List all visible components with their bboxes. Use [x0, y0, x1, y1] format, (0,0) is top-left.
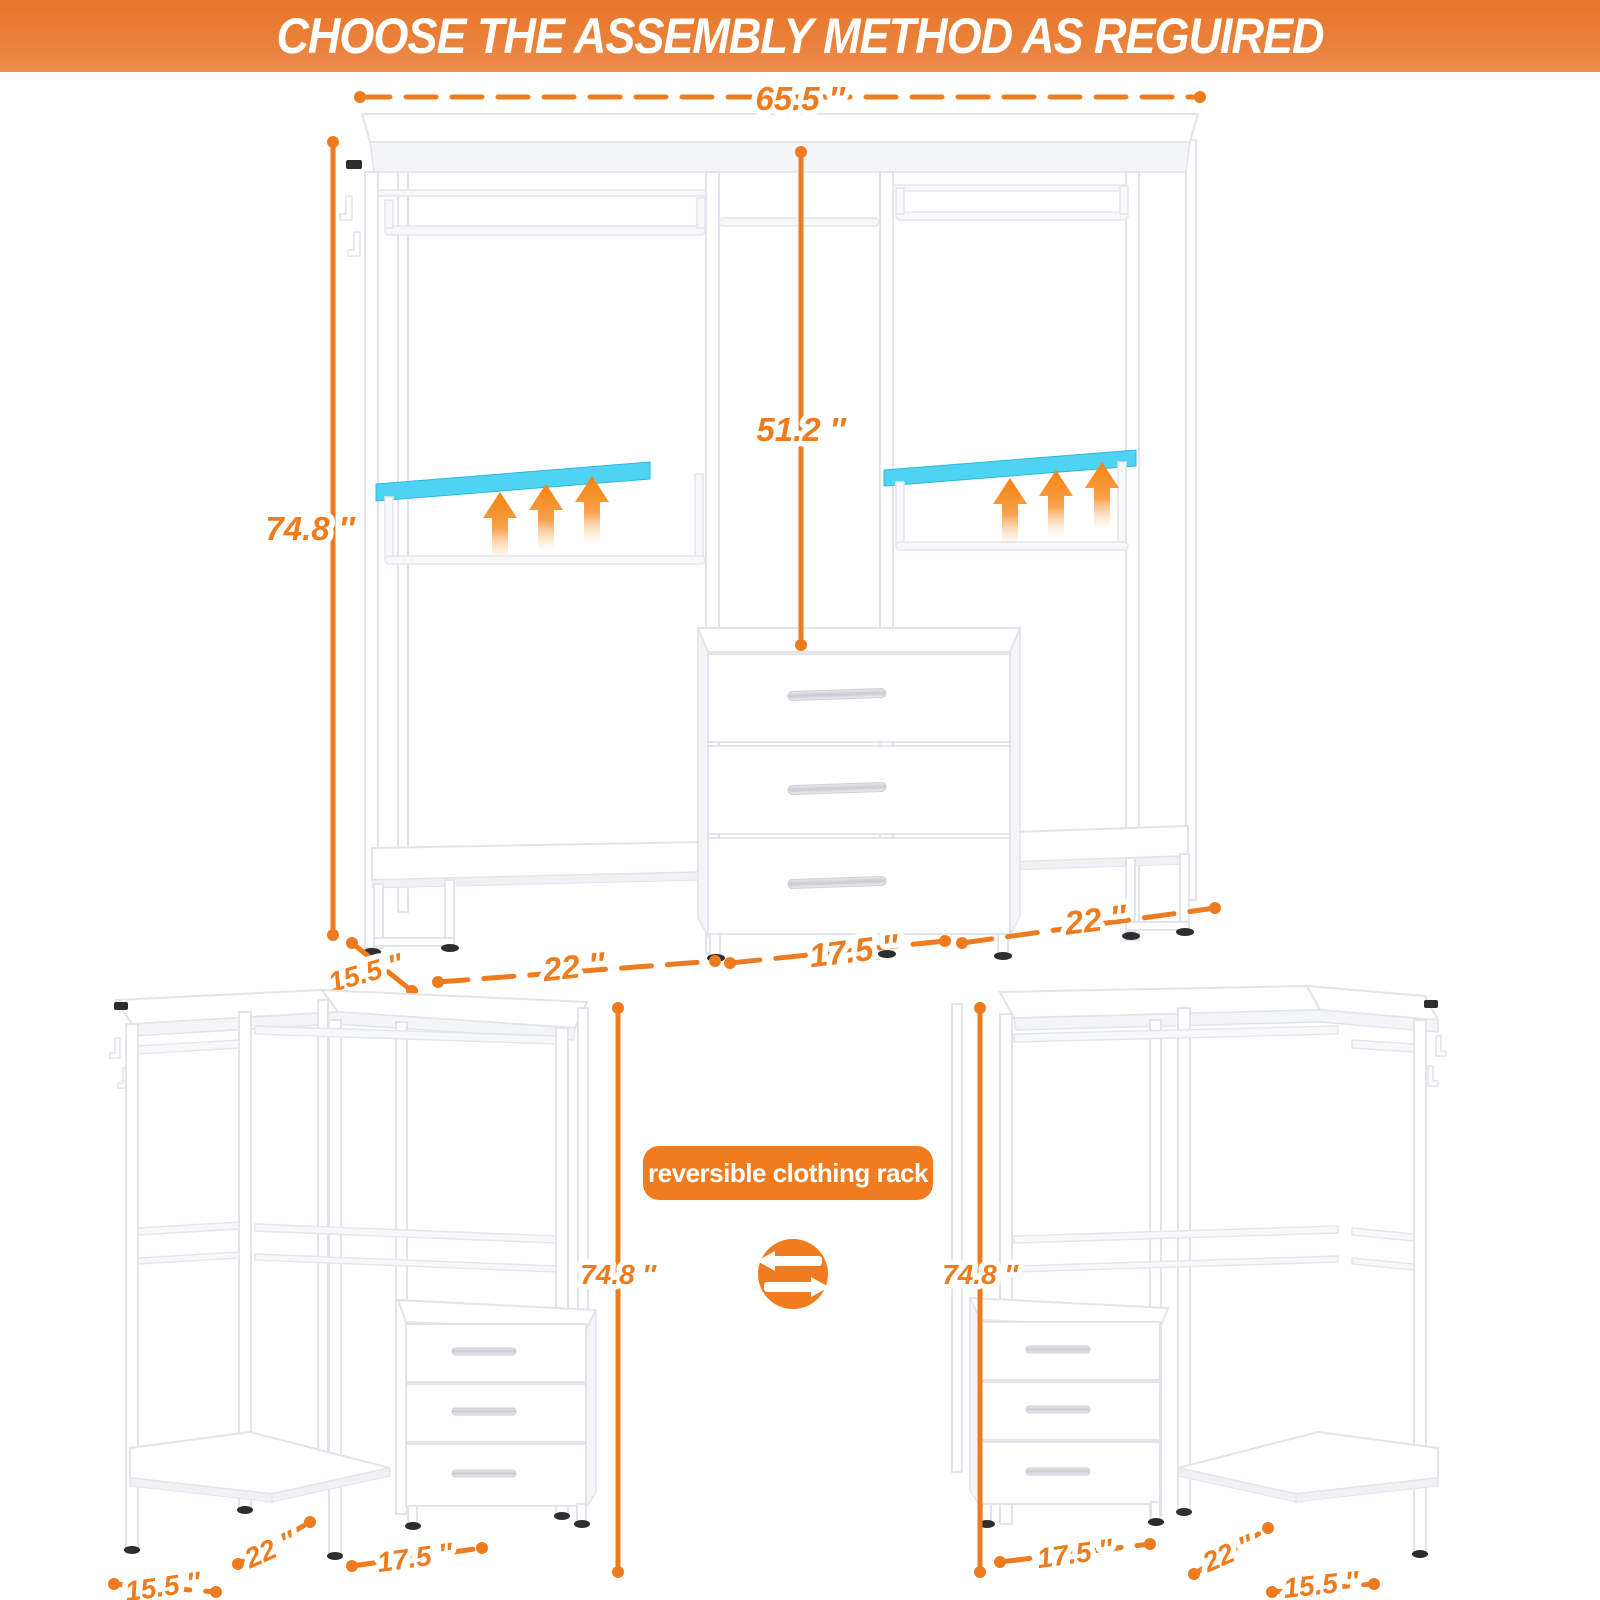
dim-right-depth: 15.5 ″: [1266, 1560, 1380, 1600]
dim-main-left-width: 22 ″: [432, 939, 721, 994]
floor-shelf: [1177, 1430, 1439, 1503]
hanging-rod-mid-left: [384, 555, 706, 565]
dim-label-drawer-width: 17.5 ″: [375, 1537, 456, 1578]
feet: [363, 928, 1194, 962]
dim-main-total-height: 74.8 ″: [260, 136, 361, 941]
led-strip-right: [883, 449, 1137, 487]
front-post-corner: [1177, 1007, 1191, 1511]
dim-label-right-width: 22 ″: [1062, 897, 1130, 942]
dim-label-depth: 15.5 ″: [1282, 1565, 1362, 1600]
usb-port-icon: [346, 160, 362, 169]
led-strip-left: [375, 461, 651, 502]
usb-port-icon: [1424, 1000, 1438, 1008]
dim-label-depth: 15.5 ″: [123, 1566, 204, 1600]
reversible-badge-label: reversible clothing rack: [648, 1157, 928, 1188]
main-post-right: [1125, 171, 1140, 941]
usb-port-icon: [114, 1002, 128, 1010]
feet: [124, 1506, 590, 1560]
side-hooks-icon: [339, 195, 361, 257]
dim-label-drawer-width: 17.5 ″: [1035, 1533, 1116, 1574]
drawer-unit: [696, 627, 1022, 957]
side-hooks-icon: [1427, 1035, 1447, 1087]
banner-title: CHOOSE THE ASSEMBLY METHOD AS REGUIRED: [276, 6, 1324, 65]
main-post-left: [364, 171, 379, 949]
drawer-handles[interactable]: [787, 687, 887, 890]
bottom-shelf-right: [1011, 824, 1190, 933]
main-top-panel-front: [369, 141, 1191, 173]
shelf-support: [384, 496, 394, 560]
floor-shelf: [129, 1430, 391, 1503]
shelf-support: [895, 481, 905, 545]
hanging-rods: [1013, 1025, 1415, 1053]
bottom-shelf-left: [371, 840, 707, 949]
drawer-handles[interactable]: [1025, 1345, 1091, 1476]
swap-arrows-icon: [757, 1239, 829, 1309]
drawer-handles[interactable]: [451, 1347, 517, 1478]
dim-label-height: 74.8 ″: [942, 1259, 1019, 1290]
dim-right-total-height: 74.8 ″: [937, 1002, 1025, 1578]
dim-label-left-width: 22 ″: [540, 945, 607, 988]
mid-rails: [137, 1221, 557, 1273]
drawer-tower: [968, 1296, 1170, 1523]
main-back-post-right: [1185, 139, 1197, 901]
dim-main-total-width: 65.5 ″: [354, 75, 1206, 123]
main-rack-illustration: [339, 113, 1200, 962]
dim-label-hanging-height: 51.2 ″: [756, 411, 846, 448]
top-panel-lip: [1013, 1009, 1439, 1033]
shelf-support: [1117, 461, 1127, 545]
right-l-shaped-rack-illustration: [951, 984, 1447, 1558]
dim-label-front-width: 22 ″: [1197, 1528, 1260, 1579]
back-post-left: [951, 1003, 963, 1473]
dim-left-depth: 15.5 ″: [108, 1560, 222, 1600]
mid-rails: [1013, 1225, 1415, 1273]
front-post-mid: [395, 1021, 408, 1515]
dim-left-drawer-width: 17.5 ″: [346, 1531, 488, 1584]
dim-main-hanging-height: 51.2 ″: [751, 146, 852, 651]
top-rail-right: [892, 184, 1127, 192]
hanging-rods: [137, 1025, 557, 1055]
dim-right-drawer-width: 17.5 ″: [994, 1527, 1156, 1580]
hanging-rod-mid-right: [895, 541, 1129, 551]
feet: [979, 1508, 1428, 1558]
hanging-rods-top: [384, 185, 1129, 236]
dim-right-front-width: 22 ″: [1188, 1522, 1274, 1584]
dim-label-total-width: 65.5 ″: [755, 80, 845, 117]
banner: CHOOSE THE ASSEMBLY METHOD AS REGUIRED: [0, 0, 1600, 72]
main-top-panel: [360, 113, 1200, 143]
top-rail-left: [377, 189, 707, 197]
dim-label-height: 74.8 ″: [580, 1259, 657, 1290]
dim-left-front-width: 22 ″: [232, 1516, 316, 1580]
left-l-shaped-rack-illustration: [109, 988, 598, 1560]
main-back-post-left: [397, 139, 409, 913]
shelf-support: [694, 473, 704, 559]
reversible-badge: reversible clothing rack: [643, 1146, 933, 1200]
dim-label-total-height: 74.8 ″: [265, 510, 355, 547]
dim-left-total-height: 74.8 ″: [575, 1002, 663, 1578]
drawer-tower: [396, 1298, 598, 1525]
